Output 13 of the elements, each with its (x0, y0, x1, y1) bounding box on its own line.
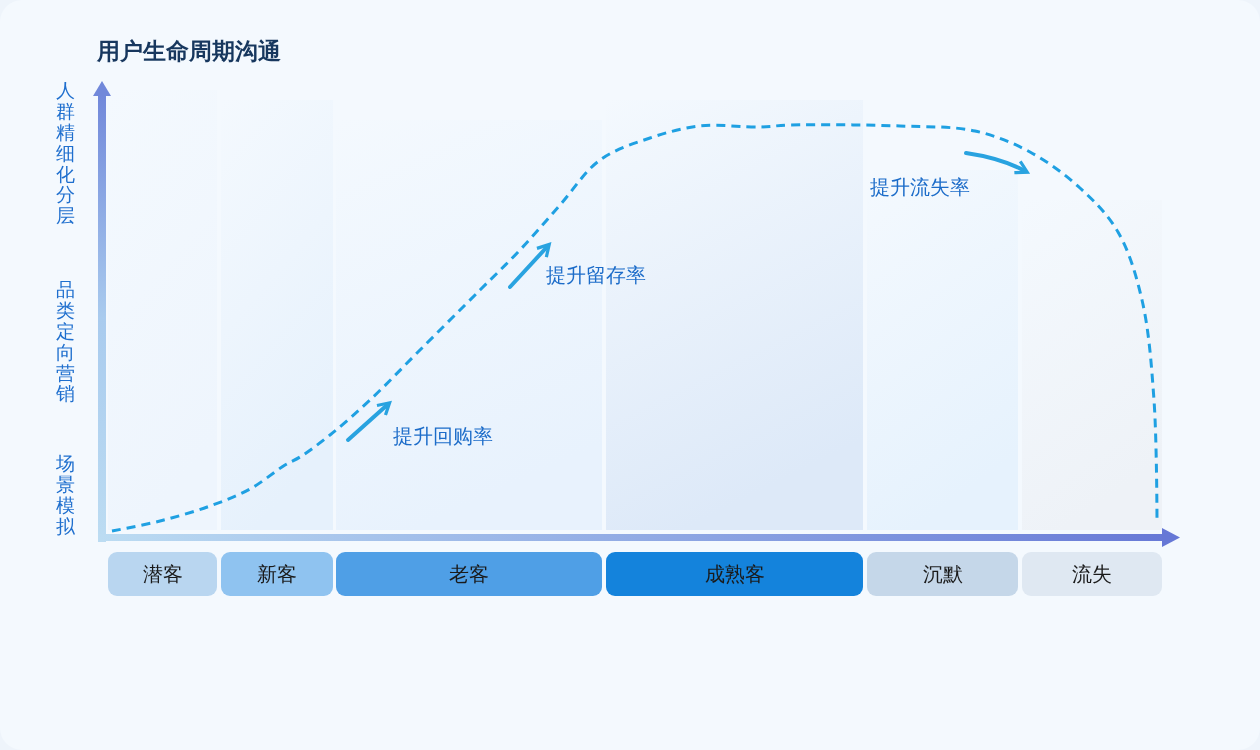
axis-label: 人群精细化分层 (56, 80, 75, 227)
axis-label: 场景模拟 (56, 453, 75, 537)
annotation-label: 提升回购率 (393, 423, 493, 450)
stage-box: 沉默 (867, 552, 1018, 596)
annotation-label: 提升留存率 (546, 262, 646, 289)
stage-box: 流失 (1022, 552, 1162, 596)
axis-label: 品类定向营销 (56, 279, 75, 405)
annotation-label: 提升流失率 (870, 174, 970, 201)
stage-box: 新客 (221, 552, 333, 596)
stage-box: 潜客 (108, 552, 217, 596)
stage-box: 成熟客 (606, 552, 863, 596)
stage-box: 老客 (336, 552, 602, 596)
title: 用户生命周期沟通 (97, 37, 281, 66)
